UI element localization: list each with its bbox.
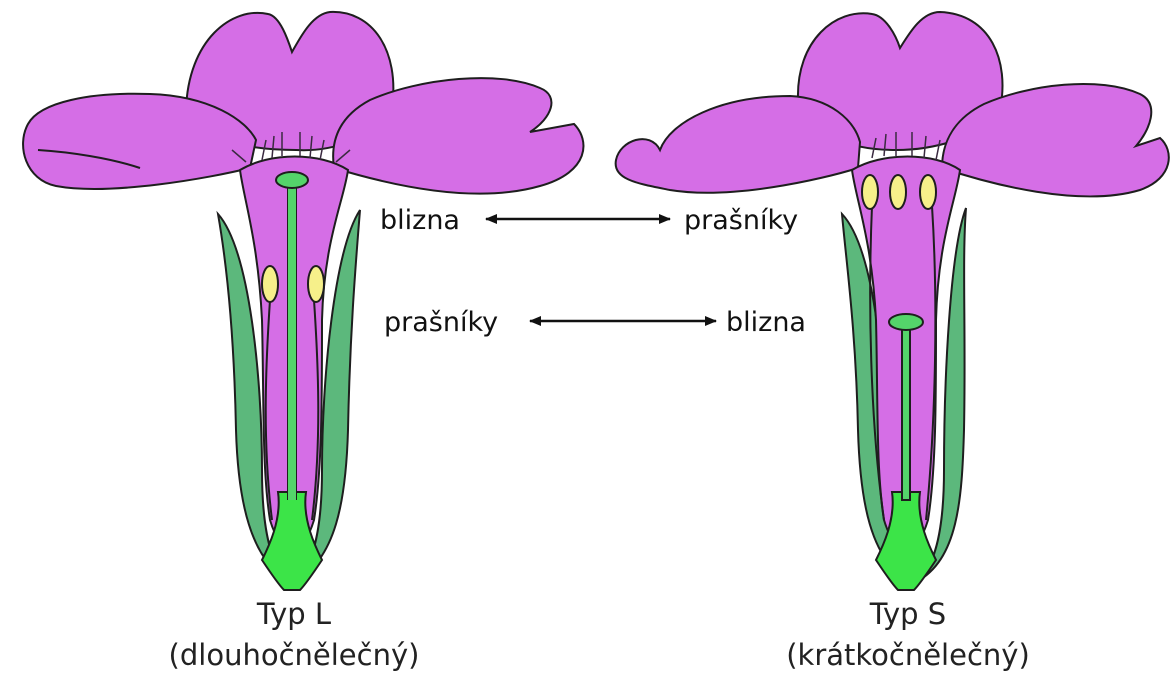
stigma-high xyxy=(276,172,308,188)
comparison-arrows xyxy=(486,219,716,321)
caption-type-l: Typ L xyxy=(256,597,331,631)
caption-type-l-sub: (dlouhočnělečný) xyxy=(169,638,420,672)
caption-type-s: Typ S xyxy=(869,597,946,631)
stigma-low xyxy=(889,314,923,330)
caption-type-s-sub: (krátkočnělečný) xyxy=(786,638,1030,672)
anther-high-2 xyxy=(890,175,906,209)
label-row1-left: blizna xyxy=(380,205,460,236)
flower-type-l xyxy=(23,12,583,590)
petal-left-s xyxy=(616,96,860,193)
anther-high-3 xyxy=(920,175,936,209)
anther-high-1 xyxy=(862,175,878,209)
anther-low-1 xyxy=(262,266,278,302)
flower-type-s xyxy=(616,12,1169,590)
label-row2-right: blizna xyxy=(726,307,806,338)
label-row2-left: prašníky xyxy=(384,307,498,338)
anther-low-2 xyxy=(308,266,324,302)
label-row1-right: prašníky xyxy=(684,205,798,236)
